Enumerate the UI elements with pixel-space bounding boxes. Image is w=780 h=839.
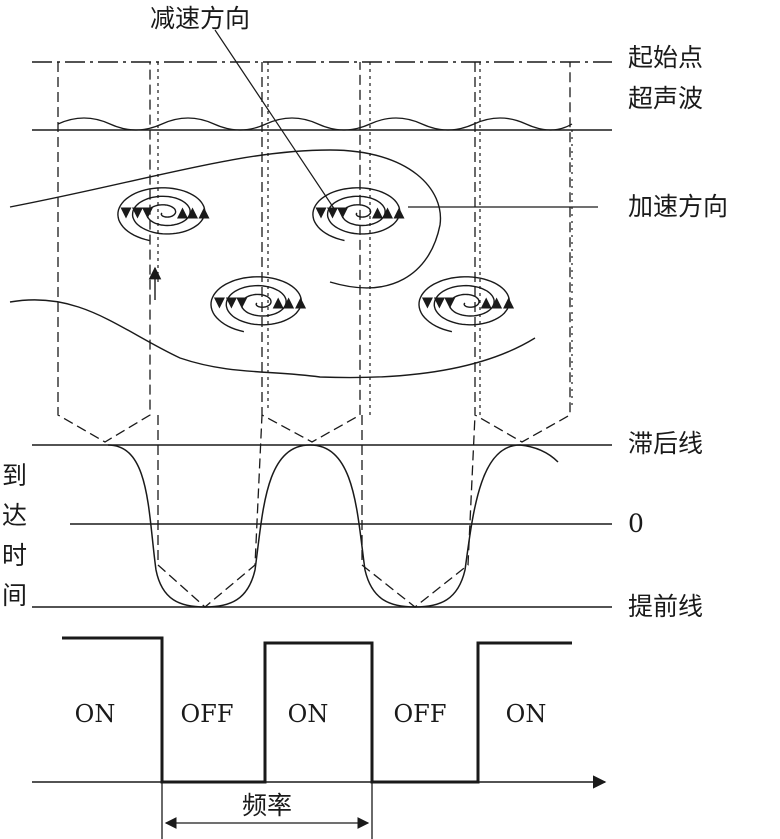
label-arrival-4: 间 [2,581,27,610]
vortex-upper-left [117,187,206,242]
vortex-arrowhead [382,207,393,219]
vortex-arrowhead [236,297,248,309]
vortex-arrowhead [213,297,225,309]
vortex-group [117,187,515,333]
pulse-label-1: ON [75,700,116,728]
pulse-label-5: ON [506,700,547,728]
vortex-lower-left [210,276,302,333]
flow-line-upper [9,149,442,289]
label-zero: 0 [628,509,644,538]
vortex-arrowhead [283,297,295,309]
vortex-arrowhead [433,297,445,309]
vortex-upper-right [312,187,401,242]
vortex-arrowhead [225,297,237,309]
label-ultrasonic: 超声波 [628,84,703,113]
vortex-arrowhead [272,297,284,309]
label-arrival-3: 时 [2,541,27,570]
vortex-arrowhead [444,297,456,309]
label-acceleration-direction: 加速方向 [628,192,728,221]
vortex-arrowhead [295,297,307,309]
pulse-label-2: OFF [181,700,234,728]
pulse-label-4: OFF [394,700,447,728]
vortex-arrowhead [120,207,132,219]
pulse-train [62,636,572,784]
vortex-arrowhead [132,207,143,219]
label-arrival-1: 到 [2,461,27,490]
vortex-arrowhead [337,207,348,219]
vortex-arrowhead [187,207,198,219]
vortex-arrowhead [198,207,210,219]
vortex-arrowhead [327,207,338,219]
label-deceleration-direction: 减速方向 [150,4,250,33]
label-start-point: 起始点 [628,43,703,72]
label-lead-line: 提前线 [628,592,703,621]
arrival-time-curve [107,444,559,608]
vortex-arrowhead [503,297,515,309]
vortex-lower-right [418,276,510,333]
vortex-arrowhead [177,207,188,219]
flow-line-lower [9,299,536,379]
pulse-label-3: ON [288,700,329,728]
vortex-arrowhead [421,297,433,309]
sampling-traces [57,62,573,443]
vortex-arrowhead [393,207,405,219]
vortex-arrowhead [142,207,153,219]
vortex-arrowhead [315,207,327,219]
label-lag-line: 滞后线 [628,429,703,458]
vortex-arrowhead [480,297,492,309]
vortex-arrowhead [372,207,383,219]
label-frequency: 频率 [242,791,292,820]
vortex-arrowhead [491,297,503,309]
deceleration-callout [214,29,336,211]
ultrasonic-wave [57,117,573,131]
label-arrival-2: 达 [2,501,27,530]
arrival-time-dashed [157,414,476,608]
